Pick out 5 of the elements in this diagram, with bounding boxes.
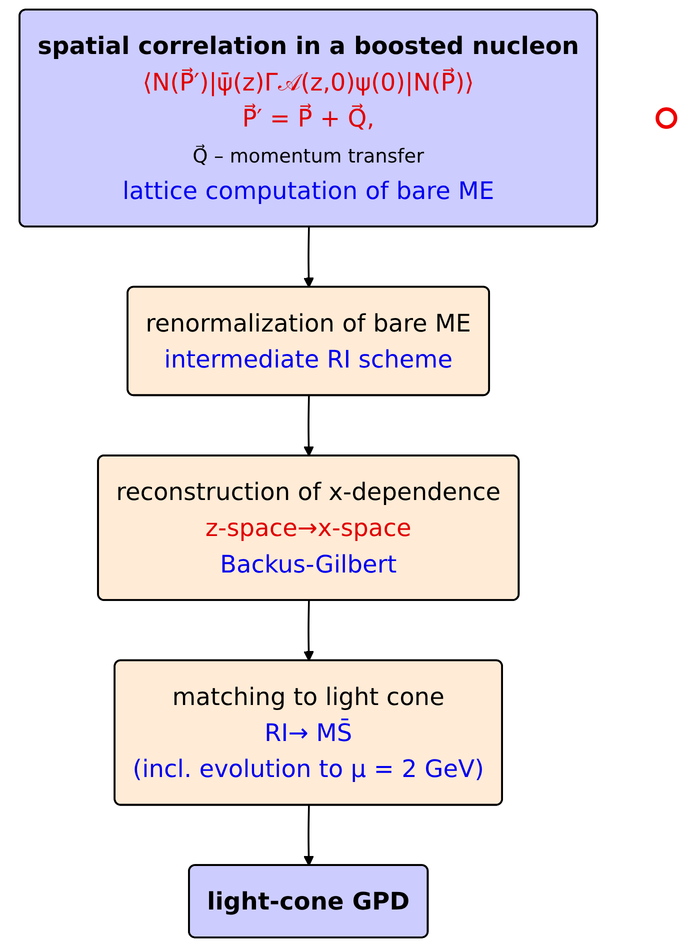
arrow [303,396,314,456]
arrow [303,805,314,866]
node-ellipse [656,107,678,129]
arrow [303,227,314,288]
arrow [303,600,314,662]
